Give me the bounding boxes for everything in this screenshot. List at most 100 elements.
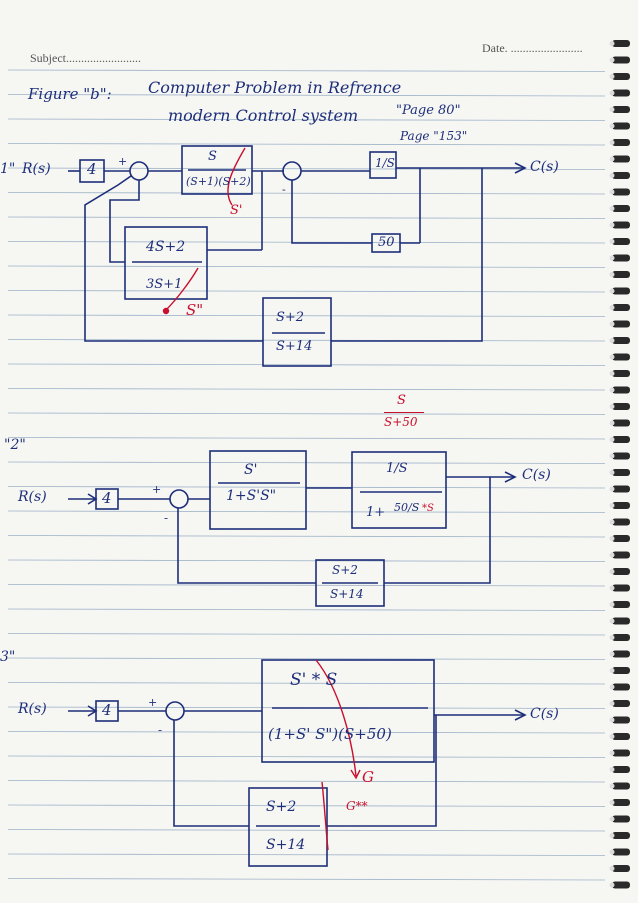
ruled-line <box>7 829 606 832</box>
spiral-ring <box>612 848 630 856</box>
spiral-hole <box>609 453 615 459</box>
ruled-line <box>7 314 606 317</box>
figure-label: Figure "b": <box>28 85 112 103</box>
combined-block-3-den: (1+S' S")(S+50) <box>268 725 392 743</box>
spiral-ring <box>612 452 630 460</box>
spiral-hole <box>609 57 615 63</box>
spiral-hole <box>609 470 615 475</box>
spiral-hole <box>609 618 615 624</box>
block-loop-star: *S <box>422 503 434 514</box>
annotation-s-double-prime: S" <box>186 301 204 319</box>
ruled-line <box>7 69 606 72</box>
spiral-ring <box>612 832 630 839</box>
spiral-hole <box>609 849 615 855</box>
spiral-hole <box>609 239 615 244</box>
diagram-3-input: R(s) <box>18 701 47 717</box>
spiral-hole <box>609 717 615 723</box>
spiral-hole <box>609 866 615 871</box>
spiral-ring <box>612 749 630 757</box>
feedback-3-den: S+14 <box>266 837 306 853</box>
ruled-line <box>7 657 606 660</box>
spiral-hole <box>609 486 615 492</box>
ruled-line <box>7 118 606 121</box>
spiral-hole <box>609 189 615 195</box>
block-loop-frac: 50/S <box>394 501 420 514</box>
diagram-1-sign-minus: - <box>282 183 286 196</box>
spiral-ring <box>612 485 630 493</box>
forward-block-1-den: (S+1)(S+2) <box>186 175 251 188</box>
ruled-line <box>7 731 606 734</box>
spiral-ring <box>612 782 630 790</box>
spiral-ring <box>612 353 630 361</box>
ruled-line <box>7 265 606 268</box>
derived-tf-den: S+50 <box>384 415 418 429</box>
spiral-hole <box>609 585 615 591</box>
ruled-line <box>7 167 606 170</box>
ruled-line <box>7 755 606 758</box>
spiral-hole <box>609 750 615 756</box>
annotation-g: G <box>362 768 374 786</box>
derived-tf-num: S <box>397 393 406 408</box>
ruled-line <box>7 584 606 587</box>
spiral-ring <box>612 287 630 295</box>
spiral-hole <box>609 668 615 673</box>
inner-feedback-1-top: 4S+2 <box>146 239 186 255</box>
ruled-line <box>7 143 606 146</box>
ruled-line <box>7 94 606 97</box>
spiral-hole <box>609 800 615 805</box>
block-s-prime <box>209 450 307 530</box>
spiral-ring <box>612 320 630 328</box>
spiral-ring <box>612 518 630 526</box>
page-ref-1: "Page 80" <box>396 103 461 118</box>
spiral-hole <box>609 74 615 79</box>
spiral-ring <box>612 221 630 229</box>
ruled-line <box>7 878 606 881</box>
spiral-hole <box>609 387 615 393</box>
spiral-hole <box>609 321 615 327</box>
spiral-hole <box>609 569 615 574</box>
ruled-line <box>7 437 606 440</box>
spiral-ring <box>612 881 630 889</box>
inner-feedback-1-bottom: 3S+1 <box>146 277 183 292</box>
diagram-1-gain: 4 <box>87 160 97 178</box>
ruled-line <box>7 412 606 415</box>
spiral-hole <box>609 156 615 162</box>
ruled-line <box>7 608 606 611</box>
spiral-ring <box>612 551 630 559</box>
spiral-ring <box>612 634 630 641</box>
ruled-line <box>7 290 606 293</box>
ruled-line <box>7 388 606 391</box>
spiral-hole <box>609 602 615 607</box>
block-loop-den-prefix: 1+ <box>366 505 386 520</box>
title-line-1: Computer Problem in Refrence <box>148 78 402 97</box>
spiral-hole <box>609 833 615 838</box>
spiral-ring <box>612 337 630 344</box>
spiral-hole <box>609 288 615 294</box>
spiral-hole <box>609 338 615 343</box>
spiral-ring <box>612 205 630 212</box>
spiral-hole <box>609 816 615 822</box>
page-ref-2: Page "153" <box>400 129 468 143</box>
spiral-ring <box>612 436 630 443</box>
diagram-3-sign-minus: - <box>158 723 163 737</box>
derived-tf-bar <box>384 412 424 413</box>
gain-50-label: 50 <box>378 235 395 250</box>
spiral-ring <box>612 799 630 806</box>
spiral-hole <box>609 882 615 888</box>
spiral-ring <box>612 254 630 262</box>
feedback-3-num: S+2 <box>266 799 297 815</box>
spiral-ring <box>612 56 630 64</box>
diagram-2-number: "2" <box>4 437 26 453</box>
spiral-ring <box>612 106 630 113</box>
spiral-hole <box>609 783 615 789</box>
spiral-ring <box>612 766 630 773</box>
spiral-hole <box>609 651 615 657</box>
ruled-line <box>7 339 606 342</box>
ruled-line <box>7 363 606 366</box>
spiral-ring <box>612 419 630 427</box>
spiral-ring <box>612 469 630 476</box>
spiral-hole <box>609 222 615 228</box>
title-line-2: modern Control system <box>168 106 359 125</box>
spiral-ring <box>612 584 630 592</box>
